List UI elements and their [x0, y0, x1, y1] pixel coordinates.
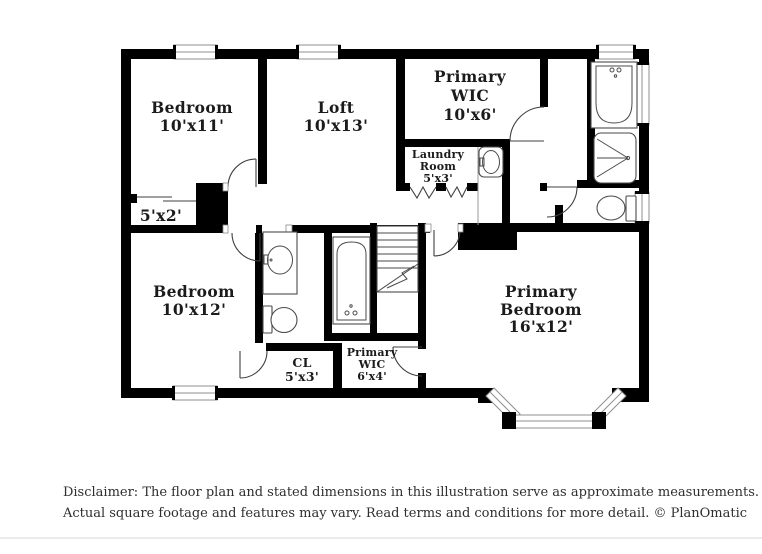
- sink-nook: [477, 146, 504, 225]
- disclaimer-line1: Disclaimer: The floor plan and stated di…: [63, 485, 759, 500]
- label-primary-wic2-name: Primary: [347, 346, 398, 359]
- label-primary-wic2-name2: WIC: [358, 358, 386, 371]
- label-bedroom2-name: Bedroom: [153, 282, 235, 301]
- window-top-bedroom1: [173, 44, 218, 60]
- door-bedroom1: [227, 158, 257, 188]
- sink-hall-bath: [262, 231, 298, 295]
- door-closet-cl: [239, 350, 268, 379]
- disclaimer-line2: Actual square footage and features may v…: [62, 506, 747, 521]
- label-laundry-name2: Room: [420, 160, 456, 173]
- window-right-tub: [634, 62, 650, 126]
- label-laundry-name: Laundry: [412, 148, 465, 161]
- label-primary-wic2-dims: 6'x4': [357, 370, 387, 383]
- window-right-toilet: [634, 191, 650, 224]
- sliding-door-hall-closet: [137, 196, 196, 202]
- label-bedroom1-dims: 10'x11': [160, 116, 225, 135]
- fixtures: [262, 61, 638, 334]
- room-labels: Bedroom 10'x11' Loft 10'x13' Primary WIC…: [140, 67, 582, 384]
- toilet-primary: [596, 195, 637, 222]
- disclaimer: Disclaimer: The floor plan and stated di…: [62, 485, 759, 521]
- bathtub-hall-bath: [332, 236, 371, 325]
- windows: [172, 44, 650, 429]
- label-primary-bedroom-dims: 16'x12': [509, 317, 574, 336]
- shower: [593, 132, 637, 184]
- label-bedroom1-name: Bedroom: [151, 98, 233, 117]
- label-primary-wic-dims: 10'x6': [443, 105, 497, 124]
- label-primary-bedroom-name2: Bedroom: [500, 300, 582, 319]
- stairs: [376, 225, 419, 293]
- door-bedroom2: [231, 232, 261, 262]
- label-loft-name: Loft: [318, 98, 355, 117]
- label-primary-wic-name2: WIC: [450, 86, 489, 105]
- door-primary-suite: [433, 229, 461, 257]
- label-bedroom2-dims: 10'x12': [162, 300, 227, 319]
- door-toilet-room: [546, 186, 578, 218]
- label-laundry-dims: 5'x3': [423, 172, 453, 185]
- label-loft-dims: 10'x13': [304, 116, 369, 135]
- door-primary-wic2: [392, 346, 423, 377]
- window-bottom-bedroom2: [172, 385, 218, 401]
- doors: [137, 106, 578, 379]
- door-primary-wic: [509, 106, 545, 142]
- label-primary-bedroom-name: Primary: [505, 282, 578, 301]
- image-edge-artifact: [0, 537, 762, 539]
- label-primary-wic-name: Primary: [434, 67, 507, 86]
- bay-window: [485, 387, 627, 429]
- label-hall-closet-dims: 5'x2': [140, 206, 182, 225]
- window-top-bath: [596, 44, 636, 60]
- label-closet-name: CL: [292, 355, 311, 370]
- bifold-doors-laundry: [409, 185, 468, 200]
- window-top-loft: [296, 44, 341, 60]
- toilet-hall-bath: [262, 305, 298, 334]
- bathtub-primary: [590, 61, 638, 129]
- label-closet-dims: 5'x3': [285, 369, 319, 384]
